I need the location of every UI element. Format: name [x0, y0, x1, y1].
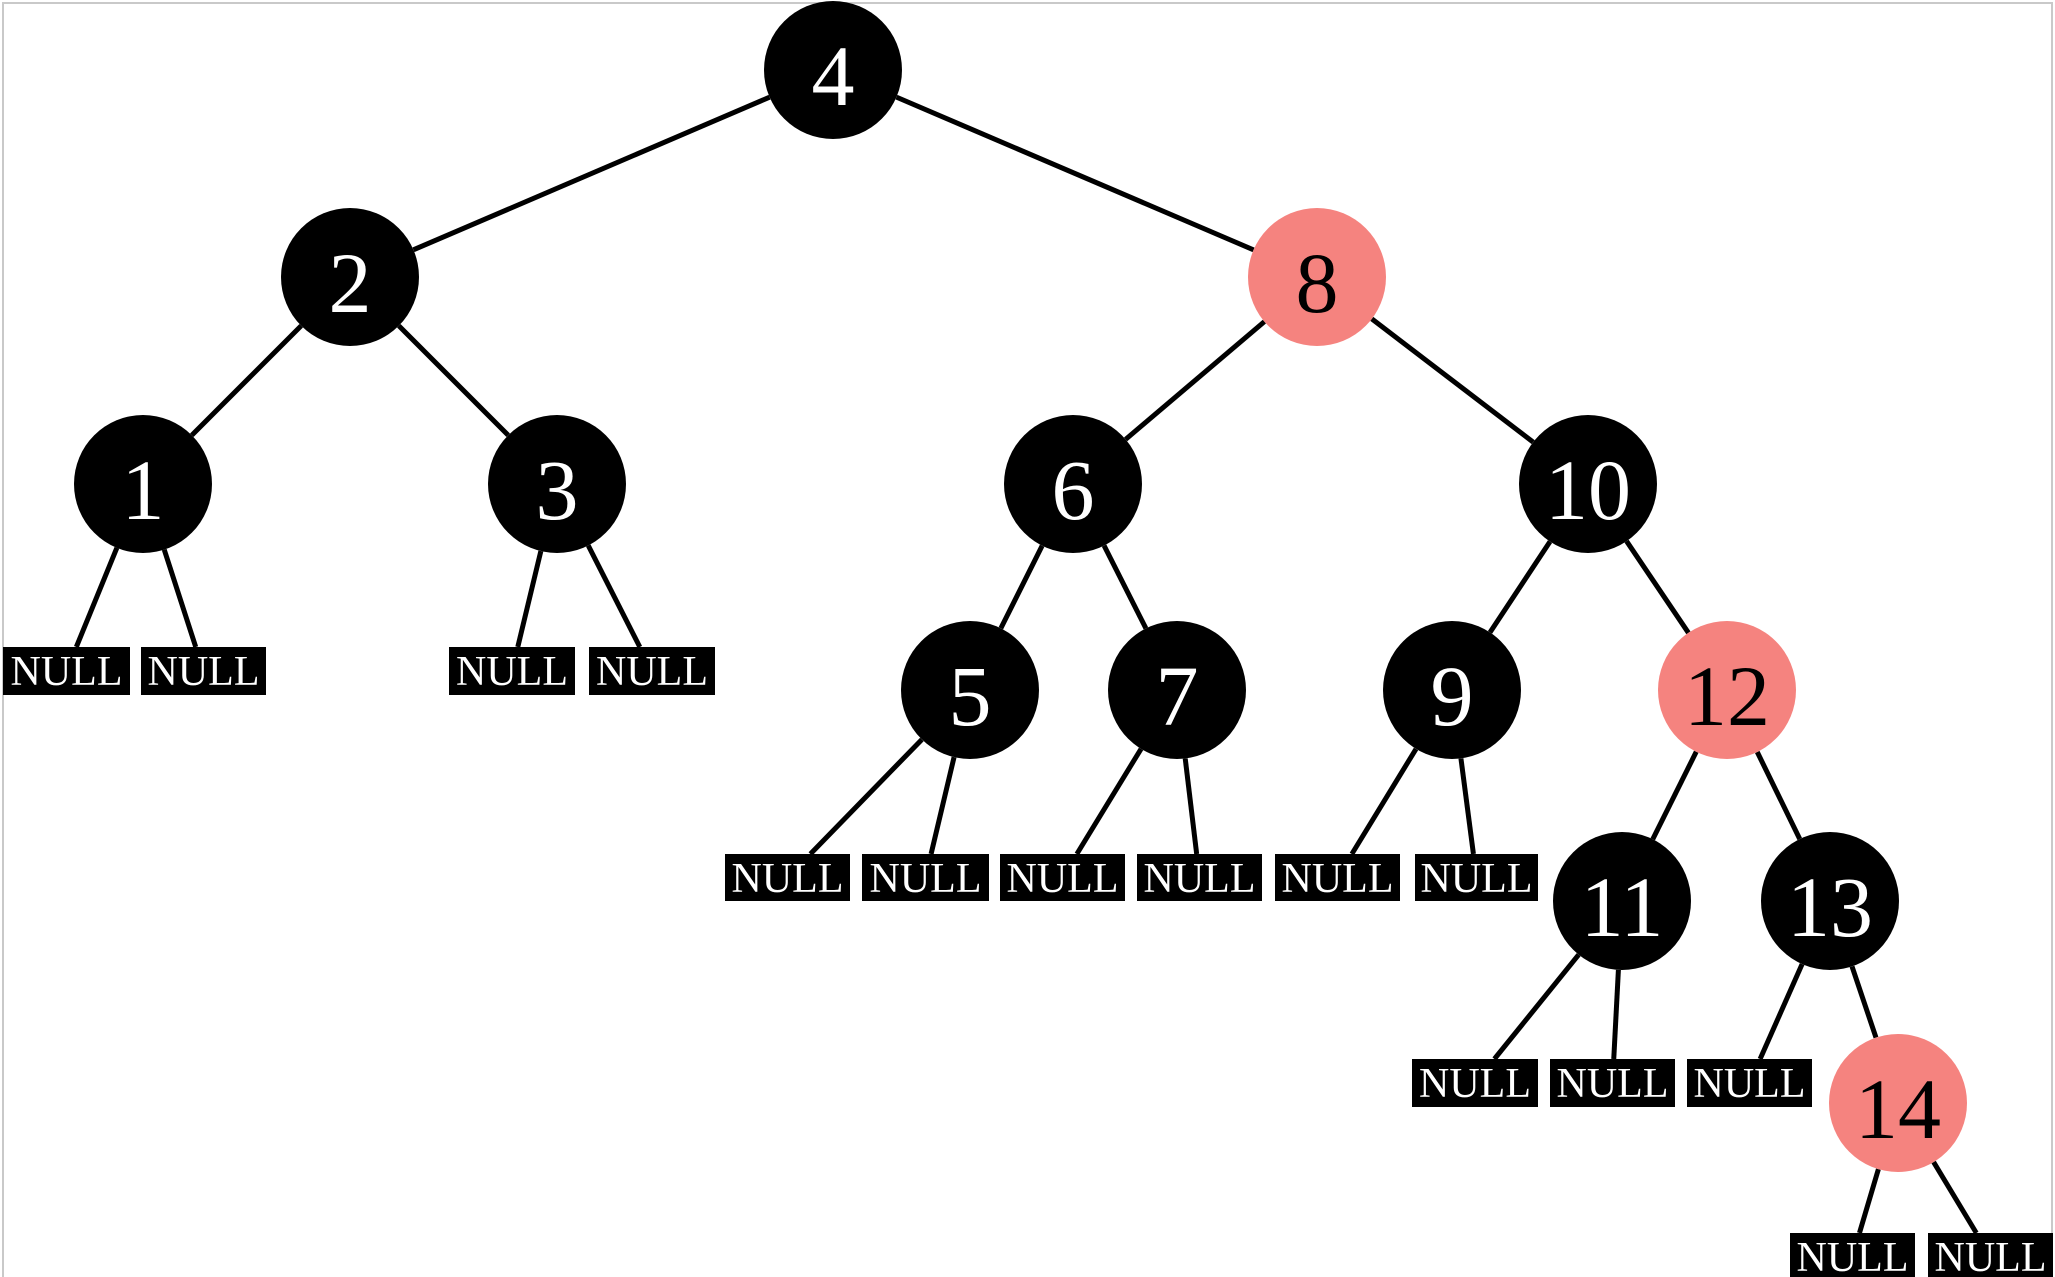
- tree-node-12-label: 12: [1684, 648, 1770, 744]
- tree-node-7: [1108, 621, 1246, 759]
- tree-edge-12-13: [1755, 750, 1802, 841]
- null-14-right-label: NULL: [1935, 1235, 2047, 1277]
- null-13-left-label: NULL: [1694, 1061, 1806, 1107]
- null-11-right-label: NULL: [1557, 1061, 1669, 1107]
- null-11-right-box: [1550, 1059, 1675, 1107]
- tree-edge-9-null-9-left: [1349, 747, 1419, 856]
- tree-node-1-label: 1: [122, 442, 165, 538]
- tree-node-6: [1004, 415, 1142, 553]
- tree-edge-11-null-11-left: [1492, 953, 1581, 1061]
- null-7-left-box: [1000, 854, 1125, 901]
- null-1-right-box: [141, 647, 266, 695]
- null-3-right-label: NULL: [596, 649, 708, 695]
- null-1-left-box: [3, 647, 130, 695]
- tree-node-3: [488, 415, 626, 553]
- tree-edge-12-11: [1650, 750, 1699, 841]
- tree-edge-8-10: [1370, 316, 1535, 445]
- tree-edge-3-null-3-left: [515, 550, 544, 648]
- tree-edge-6-7: [1101, 544, 1149, 630]
- null-3-left-label: NULL: [456, 649, 568, 695]
- null-11-left-label: NULL: [1419, 1061, 1531, 1107]
- tree-edge-14-null-14-right: [1931, 1160, 1979, 1235]
- null-9-right-label: NULL: [1421, 856, 1533, 902]
- null-5-right-label: NULL: [870, 856, 982, 902]
- tree-node-9-label: 9: [1431, 648, 1474, 744]
- tree-node-7-label: 7: [1156, 648, 1199, 744]
- tree-node-1: [74, 415, 212, 553]
- tree-edge-4-2: [412, 94, 771, 253]
- tree-edge-9-null-9-right: [1458, 758, 1476, 855]
- null-13-left-box: [1687, 1059, 1812, 1107]
- null-11-left-box: [1412, 1059, 1538, 1107]
- tree-node-13: [1761, 832, 1899, 970]
- null-9-left-label: NULL: [1282, 856, 1394, 902]
- tree-edge-13-null-13-left: [1757, 963, 1805, 1061]
- tree-edge-4-8: [895, 94, 1255, 253]
- tree-edge-1-null-1-left: [74, 546, 120, 648]
- tree-node-2: [281, 208, 419, 346]
- tree-node-13-label: 13: [1787, 859, 1873, 955]
- null-9-left-box: [1275, 854, 1400, 901]
- tree-node-3-label: 3: [536, 442, 579, 538]
- tree-node-5: [901, 621, 1039, 759]
- tree-node-12: [1658, 621, 1796, 759]
- tree-node-6-label: 6: [1052, 442, 1095, 538]
- null-7-right-box: [1137, 854, 1262, 901]
- null-14-left-box: [1790, 1233, 1915, 1277]
- null-7-right-label: NULL: [1144, 856, 1256, 902]
- tree-node-2-label: 2: [329, 235, 372, 331]
- tree-node-11: [1553, 832, 1691, 970]
- tree-edge-5-null-5-left: [808, 737, 924, 856]
- tree-edge-14-null-14-left: [1857, 1168, 1881, 1234]
- tree-edge-7-null-7-left: [1074, 747, 1144, 856]
- tree-node-14: [1829, 1034, 1967, 1172]
- tree-edge-7-null-7-right: [1182, 758, 1200, 855]
- null-5-left-label: NULL: [732, 856, 844, 902]
- tree-node-8-label: 8: [1296, 235, 1339, 331]
- tree-edge-10-9: [1487, 540, 1553, 634]
- tree-node-10: [1519, 415, 1657, 553]
- tree-edge-2-1: [190, 324, 303, 437]
- null-5-right-box: [862, 854, 989, 901]
- null-3-left-box: [449, 647, 575, 695]
- null-7-left-label: NULL: [1007, 856, 1119, 902]
- tree-node-14-label: 14: [1855, 1061, 1941, 1157]
- tree-edge-5-null-5-right: [928, 756, 957, 855]
- tree-node-4: [764, 1, 902, 139]
- tree-node-9: [1383, 621, 1521, 759]
- tree-edge-11-null-11-right: [1611, 969, 1621, 1060]
- tree-node-8: [1248, 208, 1386, 346]
- tree-edge-3-null-3-right: [586, 544, 643, 649]
- tree-node-10-label: 10: [1545, 442, 1631, 538]
- null-1-right-label: NULL: [148, 649, 260, 695]
- null-1-left-label: NULL: [11, 649, 123, 695]
- null-3-right-box: [589, 647, 715, 695]
- tree-edge-6-5: [998, 544, 1045, 630]
- tree-edge-10-12: [1624, 539, 1691, 635]
- null-5-left-box: [725, 854, 850, 901]
- null-14-right-box: [1928, 1233, 2053, 1277]
- null-14-left-label: NULL: [1797, 1235, 1909, 1277]
- tree-edge-8-6: [1123, 319, 1267, 442]
- tree-edge-2-3: [397, 324, 510, 437]
- tree-node-11-label: 11: [1581, 859, 1664, 955]
- tree-edge-13-14: [1849, 965, 1879, 1039]
- tree-node-4-label: 4: [812, 28, 855, 124]
- null-9-right-box: [1415, 854, 1538, 901]
- tree-edge-1-null-1-right: [161, 548, 199, 648]
- tree-node-5-label: 5: [949, 648, 992, 744]
